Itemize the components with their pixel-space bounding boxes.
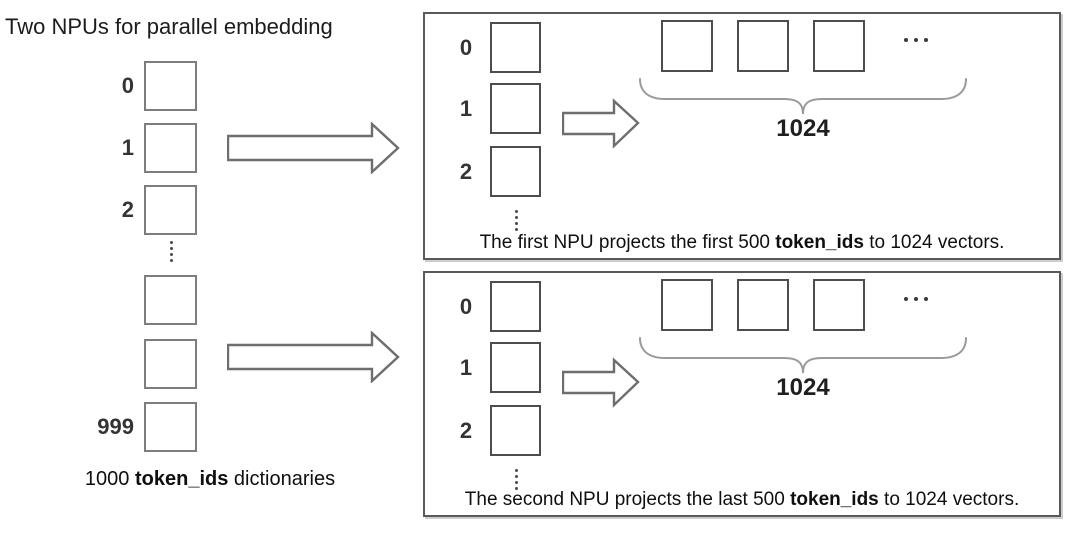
token-id-label-999: 999 xyxy=(97,414,134,439)
vector-cell xyxy=(661,279,713,331)
token-id-cell xyxy=(490,22,541,73)
arrow-right-icon xyxy=(562,357,640,408)
arrow-right-icon xyxy=(227,122,400,174)
npu-box-first: 0 1 2 1024 The first NPU projects the fi… xyxy=(423,12,1061,260)
vertical-ellipsis-icon xyxy=(508,469,524,490)
token-id-cell xyxy=(490,83,541,134)
arrow-right-icon xyxy=(562,98,640,149)
vertical-ellipsis-icon xyxy=(163,241,179,262)
token-id-cell xyxy=(490,342,541,393)
row-label-0: 0 xyxy=(459,294,473,319)
horizontal-ellipsis-icon xyxy=(893,297,939,301)
vector-count-label: 1024 xyxy=(776,374,830,401)
caption-prefix: 1000 xyxy=(84,468,135,490)
npu-box-second: 0 1 2 1024 The second NPU projects the l… xyxy=(423,271,1061,517)
token-id-cell xyxy=(144,123,197,173)
row-label-2: 2 xyxy=(459,159,473,184)
vector-cell xyxy=(737,279,789,331)
under-brace-icon xyxy=(639,337,967,374)
vector-count-label: 1024 xyxy=(776,115,830,142)
npu-box-caption: The second NPU projects the last 500 tok… xyxy=(425,489,1059,511)
arrow-right-icon xyxy=(227,331,400,383)
token-id-label-2: 2 xyxy=(121,197,134,222)
left-column-caption: 1000 token_ids dictionaries xyxy=(25,468,395,491)
caption-suffix: dictionaries xyxy=(228,468,336,490)
token-id-cell xyxy=(144,402,197,452)
caption-suffix: to 1024 vectors. xyxy=(878,489,1020,510)
token-id-label-1: 1 xyxy=(121,135,134,160)
row-label-2: 2 xyxy=(459,418,473,443)
token-id-label-0: 0 xyxy=(121,73,134,98)
vector-cell xyxy=(813,279,865,331)
caption-prefix: The second NPU projects the last 500 xyxy=(464,489,791,510)
npu-box-caption: The first NPU projects the first 500 tok… xyxy=(425,232,1059,254)
caption-bold-term: token_ids xyxy=(775,232,864,253)
horizontal-ellipsis-icon xyxy=(893,38,939,42)
vertical-ellipsis-icon xyxy=(508,210,524,231)
caption-bold-term: token_ids xyxy=(134,468,229,490)
row-label-1: 1 xyxy=(459,96,473,121)
token-id-cell xyxy=(490,146,541,197)
caption-bold-term: token_ids xyxy=(790,489,879,510)
caption-suffix: to 1024 vectors. xyxy=(863,232,1005,253)
token-id-cell xyxy=(144,61,197,111)
token-id-cell xyxy=(144,275,197,325)
token-id-cell xyxy=(144,339,197,389)
caption-prefix: The first NPU projects the first 500 xyxy=(479,232,776,253)
row-label-0: 0 xyxy=(459,35,473,60)
token-id-cell xyxy=(490,405,541,456)
vector-cell xyxy=(661,20,713,72)
token-id-cell xyxy=(144,185,197,235)
diagram-title: Two NPUs for parallel embedding xyxy=(5,14,333,39)
vector-cell xyxy=(737,20,789,72)
row-label-1: 1 xyxy=(459,355,473,380)
vector-cell xyxy=(813,20,865,72)
under-brace-icon xyxy=(639,78,967,115)
token-id-cell xyxy=(490,281,541,332)
